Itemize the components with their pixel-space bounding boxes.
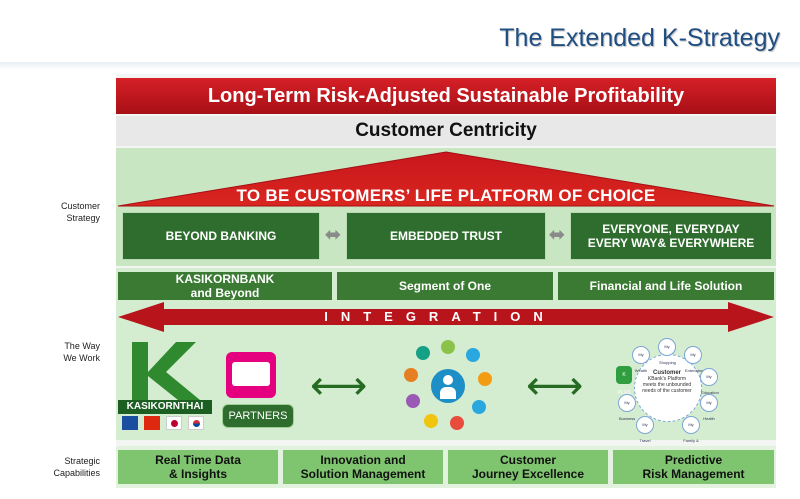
life-node: My Entertainment (684, 346, 710, 373)
japan-flag-icon (166, 416, 182, 430)
life-platform-headline: TO BE CUSTOMERS’ LIFE PLATFORM OF CHOICE (236, 186, 656, 205)
profitability-banner: Long-Term Risk-Adjusted Sustainable Prof… (116, 78, 776, 114)
label-way-we-work: The Way We Work (40, 340, 100, 364)
korea-flag-icon (188, 416, 204, 430)
label-strategic-capabilities-text: Strategic Capabilities (53, 456, 100, 478)
title-underline (0, 62, 800, 70)
kasikornthai-label: KASIKORNTHAI (118, 400, 212, 414)
kplus-app-icon: K PLUS (616, 366, 632, 396)
left-right-arrow-icon: ⟷ (310, 364, 368, 408)
way-box-label: Financial and Life Solution (589, 279, 743, 293)
double-arrow-icon: ⬌ (324, 224, 342, 246)
way-box-label: Segment of One (398, 279, 491, 293)
life-node: My Wealth (632, 346, 650, 373)
roof-shape (117, 151, 775, 207)
kasikorn-logo-icon (132, 342, 200, 400)
asean-flag-icon (122, 416, 138, 430)
capability-predictive-risk: Predictive Risk Management (613, 450, 774, 484)
label-customer-strategy: Customer Strategy (40, 200, 100, 224)
strategy-box-embedded-trust: EMBEDDED TRUST (346, 212, 546, 260)
capability-label: Predictive Risk Management (642, 453, 745, 481)
capability-real-time-data: Real Time Data & Insights (118, 450, 278, 484)
partners-label: PARTNERS (222, 404, 294, 428)
strategy-box-beyond-banking: BEYOND BANKING (122, 212, 320, 260)
capability-innovation: Innovation and Solution Management (283, 450, 443, 484)
life-platform-center-text: KBank's Platform meets the unbounded nee… (642, 376, 692, 394)
integration-arrow (118, 302, 774, 332)
left-right-arrow-icon: ⟷ (526, 364, 584, 408)
label-customer-strategy-text: Customer Strategy (60, 201, 100, 223)
strategy-box-label: EMBEDDED TRUST (389, 229, 502, 243)
integration-label: INTEGRATION (324, 309, 556, 324)
double-arrow-icon: ⬌ (548, 224, 566, 246)
partner-logo-icon (226, 352, 276, 398)
china-flag-icon (144, 416, 160, 430)
label-way-we-work-text: The Way We Work (63, 341, 100, 363)
life-node: My Shopping (658, 338, 676, 365)
capability-label: Real Time Data & Insights (155, 453, 241, 481)
customer-hub-icon (400, 338, 496, 434)
strategy-box-label: BEYOND BANKING (165, 229, 277, 243)
label-strategic-capabilities: Strategic Capabilities (40, 455, 100, 479)
capability-customer-journey: Customer Journey Excellence (448, 450, 608, 484)
life-node: My Education (700, 368, 719, 395)
way-box-label: KASIKORNBANK and Beyond (175, 272, 275, 300)
way-box-kasikornbank: KASIKORNBANK and Beyond (118, 272, 332, 300)
life-platform-wheel-icon: Customer KBank's Platform meets the unbo… (616, 338, 720, 459)
customer-centricity-banner: Customer Centricity (116, 116, 776, 146)
life-node: My Family & Friends (682, 416, 700, 459)
page-title: The Extended K-Strategy (499, 24, 780, 52)
capability-label: Innovation and Solution Management (300, 453, 426, 481)
life-node: My Health (700, 394, 718, 421)
strategy-box-everyone-everyday: EVERYONE, EVERYDAY EVERY WAY& EVERYWHERE (570, 212, 772, 260)
flag-row (122, 416, 212, 430)
way-box-financial-life: Financial and Life Solution (558, 272, 774, 300)
life-platform-center-title: Customer (652, 370, 681, 376)
life-node: My Business (618, 394, 636, 421)
capability-label: Customer Journey Excellence (471, 453, 585, 481)
life-node: My Travel (636, 416, 654, 443)
strategy-box-label: EVERYONE, EVERYDAY EVERY WAY& EVERYWHERE (587, 222, 755, 250)
way-box-segment-of-one: Segment of One (337, 272, 553, 300)
